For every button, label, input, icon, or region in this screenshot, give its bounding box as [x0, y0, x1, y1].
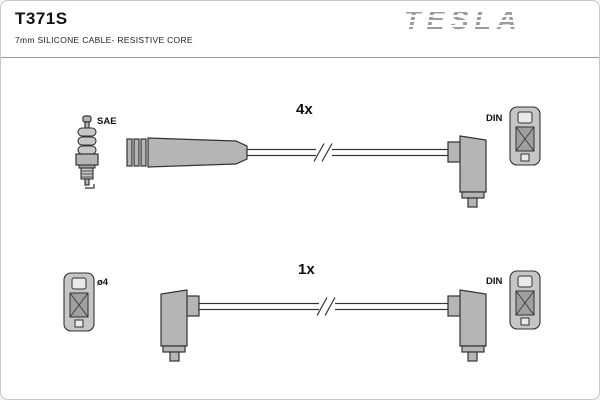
brand-logo: TESLA — [404, 5, 523, 35]
title-block: T371S 7mm SILICONE CABLE- RESISTIVE CORE — [15, 9, 193, 45]
din-connector-icon-bottom — [509, 270, 541, 330]
sae-label-top: SAE — [97, 116, 117, 127]
straight-boot-icon — [126, 137, 248, 168]
din-connector-icon-top — [509, 106, 541, 166]
quantity-label-top: 4x — [296, 101, 313, 118]
cable-top — [246, 148, 449, 157]
quantity-label-bottom: 1x — [298, 261, 315, 278]
header-divider — [1, 57, 599, 58]
elbow-boot-icon-bottom-right — [447, 289, 487, 362]
diameter-label-bottom: ø4 — [97, 277, 109, 288]
elbow-boot-icon-bottom-left — [160, 289, 200, 362]
elbow-boot-icon-top-right — [447, 135, 487, 208]
cable-break-icon-top — [313, 142, 333, 163]
din-label-bottom: DIN — [486, 276, 503, 287]
connector-icon-bottom-left — [63, 272, 95, 332]
part-number: T371S — [15, 9, 68, 28]
spark-plug-icon — [75, 115, 99, 189]
din-label-top: DIN — [486, 113, 503, 124]
subtitle: 7mm SILICONE CABLE- RESISTIVE CORE — [15, 35, 193, 45]
cable-break-icon-bottom — [316, 296, 336, 317]
